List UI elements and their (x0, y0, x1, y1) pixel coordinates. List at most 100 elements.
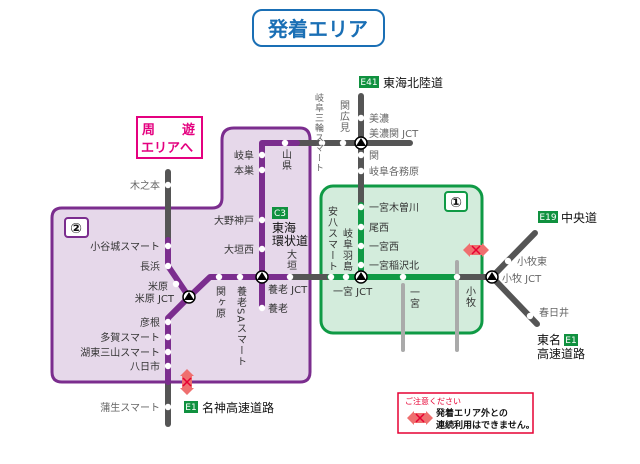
svg-text:環状道: 環状道 (272, 234, 308, 248)
tour-link-char2: 遊 (182, 122, 195, 138)
station-anpachi[interactable]: 安八スマート (326, 205, 338, 272)
station-nagahama[interactable]: 長浜 (140, 261, 160, 273)
station-motosu[interactable]: 本巣 (234, 164, 254, 177)
station-yoro[interactable]: 養老 (268, 302, 288, 315)
svg-text:高速道路: 高速道路 (537, 346, 585, 361)
station-dot[interactable] (357, 223, 365, 231)
svg-text:E41: E41 (360, 78, 377, 88)
station-dot[interactable] (164, 242, 172, 250)
station-yamagata[interactable]: 山県 (280, 149, 292, 171)
station-dot[interactable] (258, 245, 266, 253)
notice-heading: ご注意ください (405, 396, 461, 406)
road-e41: E41 東海北陸道 (359, 75, 443, 90)
station-dot[interactable] (526, 312, 534, 320)
station-ichinomiya[interactable]: 一宮 (408, 287, 420, 309)
station-dot[interactable] (164, 262, 172, 270)
jct-icon (485, 270, 499, 284)
station-komaki-higashi[interactable]: 小牧東 (517, 255, 547, 268)
station-dots (164, 114, 534, 411)
station-dot[interactable] (453, 273, 461, 281)
station-dot[interactable] (339, 139, 347, 147)
station-labels: 木之本 小谷城スマート 長浜 米原 米原 JCT 彦根 多賀スマート 湖東三山ス… (80, 92, 569, 414)
station-dot[interactable] (357, 203, 365, 211)
station-mino[interactable]: 美濃 (369, 112, 389, 125)
station-yoro-jct[interactable]: 養老 JCT (268, 283, 308, 296)
station-dot[interactable] (258, 304, 266, 312)
station-dot[interactable] (164, 333, 172, 341)
station-dot[interactable] (164, 403, 172, 411)
station-dot[interactable] (357, 167, 365, 175)
station-ogaki-nishi[interactable]: 大垣西 (224, 243, 254, 256)
station-dot[interactable] (164, 181, 172, 189)
station-odanijo[interactable]: 小谷城スマート (90, 241, 160, 253)
station-gifu-hashima[interactable]: 岐阜羽島 (341, 227, 353, 272)
station-yoro-sa[interactable]: 養老SAスマート (235, 285, 247, 368)
station-gifu-miwa[interactable]: 岐阜三輪スマート (313, 92, 324, 173)
station-dot[interactable] (258, 216, 266, 224)
station-dot[interactable] (281, 139, 289, 147)
station-minoseki-jct[interactable]: 美濃関 JCT (369, 127, 419, 140)
station-gifu[interactable]: 岐阜 (234, 149, 254, 162)
station-dot[interactable] (357, 261, 365, 269)
station-ichinomiya-nishi[interactable]: 一宮西 (369, 240, 399, 253)
tour-area-link[interactable]: 周 遊 エリアへ (136, 116, 203, 159)
station-komaki[interactable]: 小牧 (464, 286, 476, 308)
svg-text:①: ① (450, 195, 462, 211)
station-dot[interactable] (258, 151, 266, 159)
svg-text:東海: 東海 (272, 220, 296, 235)
station-kasugai[interactable]: 春日井 (539, 306, 569, 319)
road-e19: E19 中央道 (538, 210, 597, 225)
station-dot[interactable] (164, 362, 172, 370)
station-dot[interactable] (258, 166, 266, 174)
svg-text:E1: E1 (185, 403, 196, 413)
station-ogaki[interactable]: 大垣 (285, 248, 297, 271)
station-seki-hirome[interactable]: 関広見 (338, 100, 350, 133)
station-dot[interactable] (357, 242, 365, 250)
station-dot[interactable] (236, 273, 244, 281)
svg-text:E19: E19 (539, 213, 556, 223)
station-dot[interactable] (164, 348, 172, 356)
station-ichinomiya-jct[interactable]: 一宮 JCT (333, 285, 373, 298)
station-dot[interactable] (215, 273, 223, 281)
station-maibara-jct[interactable]: 米原 JCT (135, 292, 175, 305)
station-gifu-kakamigahara[interactable]: 岐阜各務原 (369, 165, 419, 178)
station-gamo[interactable]: 蒲生スマート (100, 401, 160, 414)
station-dot[interactable] (286, 273, 294, 281)
station-dot[interactable] (357, 151, 365, 159)
station-dot[interactable] (357, 114, 365, 122)
svg-text:名神高速道路: 名神高速道路 (202, 400, 274, 415)
station-dot[interactable] (164, 318, 172, 326)
station-ichinomiya-kisogawa[interactable]: 一宮木曽川 (369, 201, 419, 214)
station-ichinomiya-inazawa[interactable]: 一宮稲沢北 (369, 259, 419, 272)
area-2-badge: ② (64, 217, 89, 238)
station-bisai[interactable]: 尾西 (369, 222, 389, 234)
station-dot[interactable] (504, 257, 512, 265)
station-dot[interactable] (172, 280, 180, 288)
station-sekigahara[interactable]: 関ヶ原 (214, 286, 226, 319)
station-ono-kando[interactable]: 大野神戸 (214, 214, 254, 227)
jct-icon (354, 136, 368, 150)
station-dot[interactable] (399, 273, 407, 281)
no-connection-icon (180, 369, 194, 395)
station-dot[interactable] (327, 273, 335, 281)
area-1-badge: ① (444, 191, 468, 212)
station-koto[interactable]: 湖東三山スマート (80, 346, 160, 359)
jct-icon (255, 270, 269, 284)
station-dot[interactable] (318, 139, 326, 147)
tour-link-char1: 周 (142, 123, 155, 138)
notice-box: ご注意ください 発着エリア外との 連続利用はできません。 (397, 392, 535, 434)
station-hikone[interactable]: 彦根 (140, 316, 160, 329)
station-dot[interactable] (342, 273, 350, 281)
station-maibara[interactable]: 米原 (148, 280, 168, 293)
station-kinomoto[interactable]: 木之本 (130, 179, 160, 192)
svg-text:E1: E1 (565, 336, 576, 346)
title-box: 発着エリア (252, 9, 385, 47)
station-taga[interactable]: 多賀スマート (100, 331, 160, 344)
station-komaki-jct[interactable]: 小牧 JCT (502, 272, 542, 285)
jct-icon (182, 290, 196, 304)
page-title: 発着エリア (267, 17, 368, 41)
station-seki[interactable]: 関 (369, 150, 379, 162)
area-2-region (50, 126, 312, 384)
station-yokaichi[interactable]: 八日市 (130, 360, 160, 373)
